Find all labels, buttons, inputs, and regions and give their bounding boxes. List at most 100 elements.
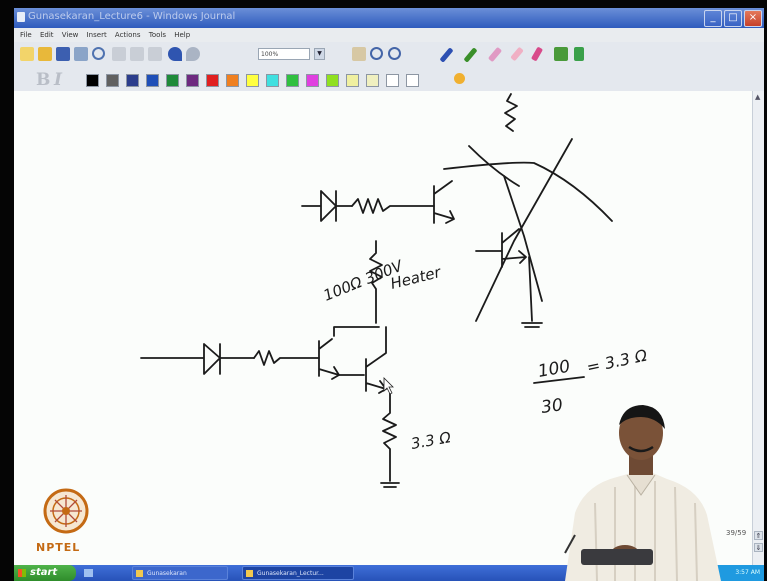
zoom-in-icon[interactable] — [370, 47, 383, 60]
format-toolbar: B I — [14, 67, 764, 92]
color-swatch[interactable] — [226, 74, 239, 87]
page-indicator: 39/59 — [726, 529, 747, 537]
taskbar-button-folder[interactable]: Gunasekaran — [132, 566, 228, 580]
save-icon[interactable] — [56, 47, 70, 61]
menu-actions[interactable]: Actions — [114, 31, 141, 39]
ink-upper-transistor — [433, 180, 455, 224]
zoom-out-icon[interactable] — [388, 47, 401, 60]
lasso-icon[interactable] — [530, 46, 544, 62]
clock: 3:57 AM — [735, 569, 760, 576]
color-swatch[interactable] — [386, 74, 399, 87]
ink-fraction-denominator: 30 — [540, 395, 564, 418]
color-swatch[interactable] — [206, 74, 219, 87]
open-folder-icon[interactable] — [38, 47, 52, 61]
copy-icon[interactable] — [130, 47, 144, 61]
ink-fraction-bar — [533, 376, 585, 384]
menu-help[interactable]: Help — [174, 31, 191, 39]
ink-stroke — [443, 161, 613, 222]
color-swatch[interactable] — [106, 74, 119, 87]
start-label: start — [30, 567, 58, 578]
ink-stroke — [503, 175, 543, 302]
pen-cursor-icon — [383, 377, 394, 395]
ink-result: = 3.3 Ω — [585, 345, 650, 376]
color-swatch[interactable] — [286, 74, 299, 87]
menu-insert[interactable]: Insert — [86, 31, 107, 39]
ink-lower-transistor-2 — [333, 326, 387, 394]
menu-bar: File Edit View Insert Actions Tools Help — [14, 28, 764, 42]
color-swatch[interactable] — [266, 74, 279, 87]
zoom-select[interactable]: 100% — [258, 48, 310, 60]
paste-icon[interactable] — [148, 47, 162, 61]
color-palette-icon[interactable] — [454, 73, 465, 84]
flag-icon[interactable] — [574, 47, 584, 61]
highlighter-icon[interactable] — [487, 46, 503, 63]
pan-hand-icon[interactable] — [352, 47, 366, 61]
menu-file[interactable]: File — [20, 31, 32, 39]
italic-button[interactable]: I — [54, 70, 62, 90]
ink-heater-resistor — [369, 240, 383, 324]
ink-lower-diode — [140, 343, 255, 375]
ink-fraction-numerator: 100 — [536, 357, 571, 382]
quick-launch-icon[interactable] — [84, 569, 93, 577]
new-note-icon[interactable] — [20, 47, 34, 61]
ink-upper-diode — [301, 190, 353, 222]
title-bar: Gunasekaran_Lecture6 - Windows Journal _… — [14, 8, 764, 28]
color-swatch[interactable] — [346, 74, 359, 87]
print-icon[interactable] — [74, 47, 88, 61]
system-tray: 3:57 AM — [716, 565, 764, 581]
journal-icon — [246, 570, 253, 577]
pen-blue-icon[interactable] — [439, 47, 454, 63]
color-swatch[interactable] — [306, 74, 319, 87]
windows-flag-icon — [18, 569, 26, 577]
ink-lower-transistor-1 — [318, 338, 340, 380]
chevron-down-icon[interactable]: ▼ — [314, 48, 325, 60]
cut-icon[interactable] — [112, 47, 126, 61]
presenter-video-overlay — [564, 405, 721, 581]
nptel-wordmark: NPTEL — [36, 541, 81, 554]
folder-icon — [136, 570, 143, 577]
menu-edit[interactable]: Edit — [39, 31, 54, 39]
color-swatch[interactable] — [146, 74, 159, 87]
ink-upper-resistor — [351, 198, 435, 214]
nptel-logo — [43, 488, 89, 534]
color-swatch[interactable] — [326, 74, 339, 87]
page-up-icon[interactable]: ⇑ — [754, 531, 763, 540]
bold-button[interactable]: B — [36, 70, 51, 90]
minimize-button[interactable]: _ — [704, 10, 722, 27]
menu-view[interactable]: View — [61, 31, 79, 39]
vertical-scrollbar[interactable]: ▲ ⇑ ⇓ — [752, 91, 764, 565]
ink-right-transistor — [475, 228, 527, 268]
undo-icon[interactable] — [168, 47, 182, 61]
desktop-screen: Gunasekaran_Lecture6 - Windows Journal _… — [14, 8, 764, 581]
color-swatch[interactable] — [406, 74, 419, 87]
color-swatch[interactable] — [366, 74, 379, 87]
start-button[interactable]: start — [14, 565, 76, 581]
page-down-icon[interactable]: ⇓ — [754, 543, 763, 552]
color-swatch[interactable] — [166, 74, 179, 87]
ink-top-resistor — [504, 93, 518, 132]
journal-app-icon — [17, 12, 25, 22]
insert-image-icon[interactable] — [554, 47, 568, 61]
pen-green-icon[interactable] — [463, 47, 478, 63]
ink-emitter-resistor — [380, 392, 400, 488]
ink-ground — [521, 256, 543, 328]
close-button[interactable]: × — [744, 10, 762, 27]
menu-tools[interactable]: Tools — [148, 31, 166, 39]
taskbar-button-label: Gunasekaran — [147, 570, 187, 577]
find-icon[interactable] — [92, 47, 105, 60]
color-swatch[interactable] — [246, 74, 259, 87]
taskbar-button-label: Gunasekaran_Lectur... — [257, 570, 324, 577]
ink-stroke — [468, 145, 520, 187]
ink-label-3-3-ohm: 3.3 Ω — [410, 428, 453, 453]
color-swatch[interactable] — [126, 74, 139, 87]
taskbar-button-journal[interactable]: Gunasekaran_Lectur... — [242, 566, 354, 580]
color-swatch[interactable] — [186, 74, 199, 87]
maximize-button[interactable]: □ — [724, 10, 742, 27]
color-swatch[interactable] — [86, 74, 99, 87]
standard-toolbar: 100% ▼ — [14, 42, 764, 68]
window-title: Gunasekaran_Lecture6 - Windows Journal — [28, 11, 236, 22]
ink-lower-resistor — [253, 350, 320, 366]
eraser-icon[interactable] — [510, 46, 524, 62]
redo-icon[interactable] — [186, 47, 200, 61]
scroll-up-icon[interactable]: ▲ — [755, 93, 761, 101]
